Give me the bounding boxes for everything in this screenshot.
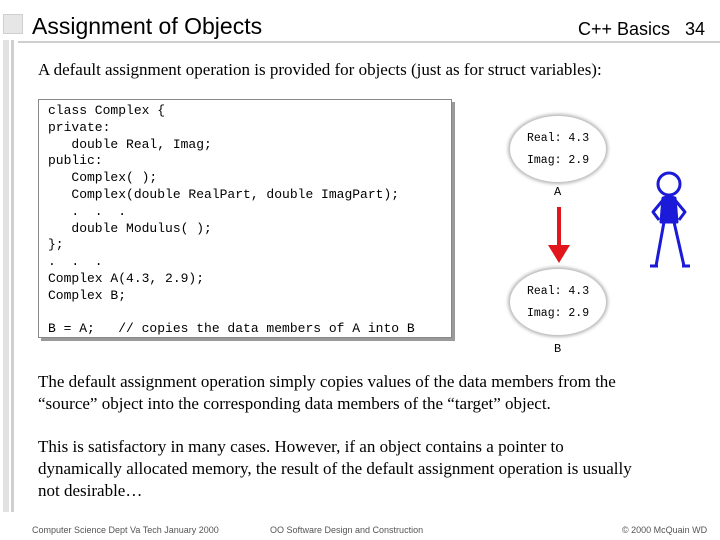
- intro-text: A default assignment operation is provid…: [38, 60, 602, 79]
- object-b-label: B: [554, 342, 562, 356]
- left-border-bar-inner: [11, 40, 14, 512]
- object-a-real: Real: 4.3: [527, 132, 590, 145]
- object-b-imag: Imag: 2.9: [527, 307, 590, 320]
- copy-arrow-icon: [548, 207, 570, 263]
- code-line: Complex B;: [48, 287, 127, 303]
- code-box: class Complex { private: double Real, Im…: [38, 99, 452, 338]
- code-line: . . .: [48, 203, 127, 219]
- code-line: };: [48, 237, 64, 253]
- code-line: Complex( );: [48, 170, 158, 186]
- person-figure-icon: [650, 171, 690, 268]
- paragraph-line: not desirable…: [38, 481, 143, 500]
- object-b-diagram: Real: 4.3 Imag: 2.9: [510, 269, 606, 335]
- slide-title: Assignment of Objects: [32, 13, 263, 39]
- code-line: double Real, Imag;: [48, 136, 212, 152]
- code-line: Complex(double RealPart, double ImagPart…: [48, 186, 400, 202]
- page-number: 34: [685, 19, 706, 39]
- slide-subject: C++ Basics: [578, 19, 671, 39]
- object-a-imag: Imag: 2.9: [527, 154, 590, 167]
- code-line: private:: [48, 119, 111, 135]
- code-line: double Modulus( );: [48, 220, 212, 236]
- footer-center: OO Software Design and Construction: [270, 525, 424, 535]
- paragraph-line: dynamically allocated memory, the result…: [38, 459, 632, 478]
- left-border-bar: [3, 40, 9, 512]
- paragraph-default-assignment: The default assignment operation simply …: [38, 371, 616, 415]
- footer-left: Computer Science Dept Va Tech January 20…: [32, 525, 219, 535]
- code-line: . . .: [48, 254, 103, 270]
- paragraph-line: The default assignment operation simply …: [38, 372, 616, 391]
- object-b-real: Real: 4.3: [527, 285, 590, 298]
- paragraph-line: “source” object into the corresponding d…: [38, 394, 551, 413]
- code-line: Complex A(4.3, 2.9);: [48, 270, 205, 286]
- code-line: public:: [48, 153, 103, 169]
- code-listing: class Complex { private: double Real, Im…: [48, 103, 415, 338]
- object-a-label: A: [554, 185, 562, 199]
- paragraph-pointer-warning: This is satisfactory in many cases. Howe…: [38, 436, 632, 502]
- footer-right: © 2000 McQuain WD: [622, 525, 708, 535]
- code-line: B = A; // copies the data members of A i…: [48, 321, 415, 337]
- object-a-diagram: Real: 4.3 Imag: 2.9: [510, 116, 606, 182]
- corner-decoration: [3, 14, 23, 34]
- code-line: class Complex {: [48, 103, 166, 118]
- paragraph-line: This is satisfactory in many cases. Howe…: [38, 437, 564, 456]
- title-divider: [18, 41, 720, 43]
